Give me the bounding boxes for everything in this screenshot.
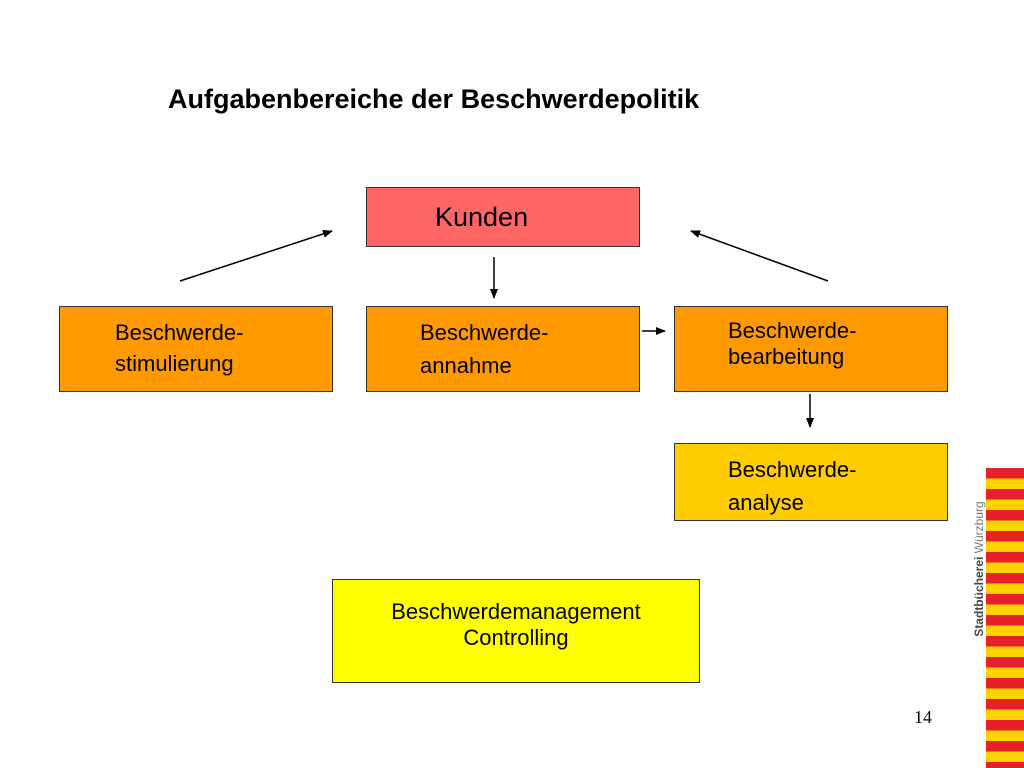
logo-wordmark: Stadtbücherei Würzburg [972,494,986,644]
node-analyse-line-1: Beschwerde- [728,457,857,482]
logo-stripe [986,531,1024,542]
logo-stripe [986,678,1024,689]
node-bearbeitung-line-1: Beschwerde- [728,318,857,343]
logo-stripe [986,688,1024,699]
logo-stripe [986,667,1024,678]
logo-stripe [986,499,1024,510]
arrow-stimulierung-to-kunden [179,230,333,282]
node-annahme-line-1: Beschwerde- [420,320,549,345]
logo-stripe [986,646,1024,657]
logo-stripe [986,604,1024,615]
logo-stripe [986,478,1024,489]
logo-stripe [986,709,1024,720]
logo-stripe [986,636,1024,647]
logo-stripe [986,510,1024,521]
logo-stripe [986,520,1024,531]
logo-stripe [986,594,1024,605]
node-beschwerde-stimulierung: Beschwerde- stimulierung [59,306,333,392]
logo-stripe [986,552,1024,563]
node-controlling-line-2: Controlling [463,625,569,650]
node-annahme-line-2: annahme [420,353,512,378]
logo-stripe [986,730,1024,741]
node-kunden-label: Kunden [435,202,529,232]
logo-stripe [986,657,1024,668]
slide-title: Aufgabenbereiche der Beschwerdepolitik [168,84,700,114]
node-beschwerde-bearbeitung: Beschwerde- bearbeitung [674,306,948,392]
arrow-bearbeitung-to-kunden [690,230,829,282]
node-analyse-line-2: analyse [728,490,804,515]
logo-stripe [986,562,1024,573]
page-number: 14 [914,707,932,727]
logo-wordmark-light: Würzburg [972,501,986,554]
logo-stripe [986,489,1024,500]
logo-stripe [986,751,1024,762]
logo-stripe [986,573,1024,584]
logo-stripe [986,615,1024,626]
node-beschwerdemanagement-controlling: Beschwerdemanagement Controlling [332,579,700,683]
logo-wordmark-bold: Stadtbücherei [972,556,986,637]
logo-stripes [986,468,1024,768]
logo-stripe [986,541,1024,552]
logo-stripe [986,699,1024,710]
logo-stripe [986,741,1024,752]
node-beschwerde-analyse: Beschwerde- analyse [674,443,948,521]
node-beschwerde-annahme: Beschwerde- annahme [366,306,640,392]
node-stimulierung-line-1: Beschwerde- [115,320,244,345]
node-kunden: Kunden [366,187,640,247]
node-bearbeitung-line-2: bearbeitung [728,344,845,369]
logo-stripe [986,762,1024,768]
logo-stripe [986,625,1024,636]
logo-stripe [986,720,1024,731]
stadtbuecherei-logo: Stadtbücherei Würzburg [968,468,1024,768]
node-controlling-line-1: Beschwerdemanagement [391,599,641,624]
logo-stripe [986,583,1024,594]
logo-stripe [986,468,1024,479]
node-stimulierung-line-2: stimulierung [115,351,234,376]
